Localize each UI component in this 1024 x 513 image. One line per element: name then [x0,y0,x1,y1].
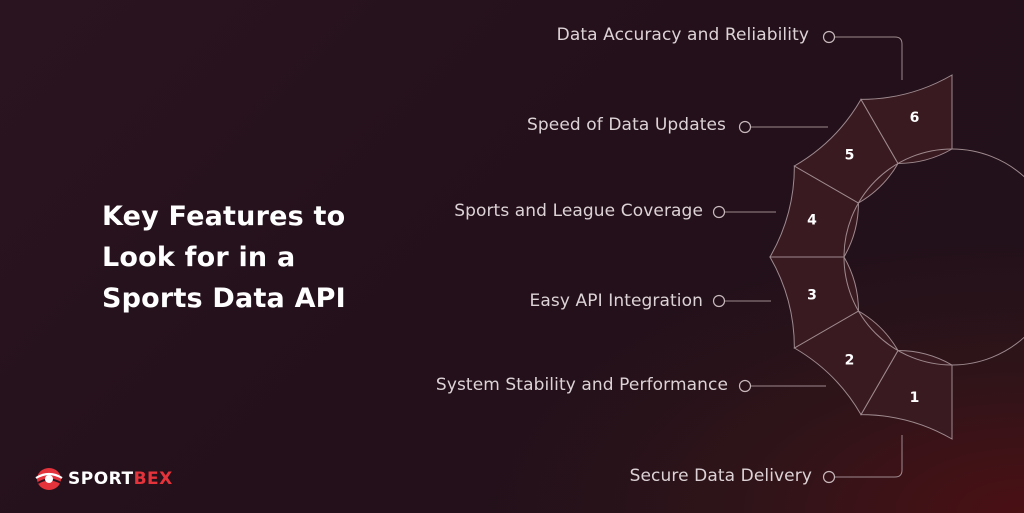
sportbex-logo-icon [35,468,63,490]
connector-line-1 [835,36,903,80]
connector-dot-4 [712,294,726,308]
title-line-3: Sports Data API [102,283,346,314]
title-line-1: Key Features to [102,201,346,232]
connector-dot-2 [738,120,752,134]
page-title: Key Features to Look for in a Sports Dat… [102,196,402,319]
segment-number-4: 4 [807,212,817,228]
feature-label-6: Secure Data Delivery [629,466,812,486]
ring-segment-6 [860,74,953,164]
brand-part-2: BEX [133,469,173,489]
connector-dot-3 [712,205,726,219]
segment-number-5: 5 [845,147,855,163]
segment-number-2: 2 [845,353,855,369]
feature-label-1: Data Accuracy and Reliability [556,25,809,45]
segment-number-1: 1 [910,390,920,406]
feature-label-4: Easy API Integration [529,291,703,311]
connector-line-6 [835,435,903,478]
connector-dot-1 [822,30,836,44]
segment-number-3: 3 [807,288,817,304]
sportbex-logo: SPORTBEX [34,466,173,492]
ring-segments: 1 2 3 4 5 6 [769,74,1024,440]
inner-circle [843,148,1024,366]
feature-label-3: Sports and League Coverage [454,201,703,221]
feature-label-2: Speed of Data Updates [526,115,726,135]
brand-part-1: SPORT [68,469,134,489]
connector-dot-6 [822,470,836,484]
sportbex-wordmark: SPORTBEX [68,469,173,489]
connector-dot-5 [738,379,752,393]
feature-label-5: System Stability and Performance [435,375,728,395]
segment-number-6: 6 [910,110,920,126]
connector-lines [712,30,903,484]
title-line-2: Look for in a [102,242,296,273]
